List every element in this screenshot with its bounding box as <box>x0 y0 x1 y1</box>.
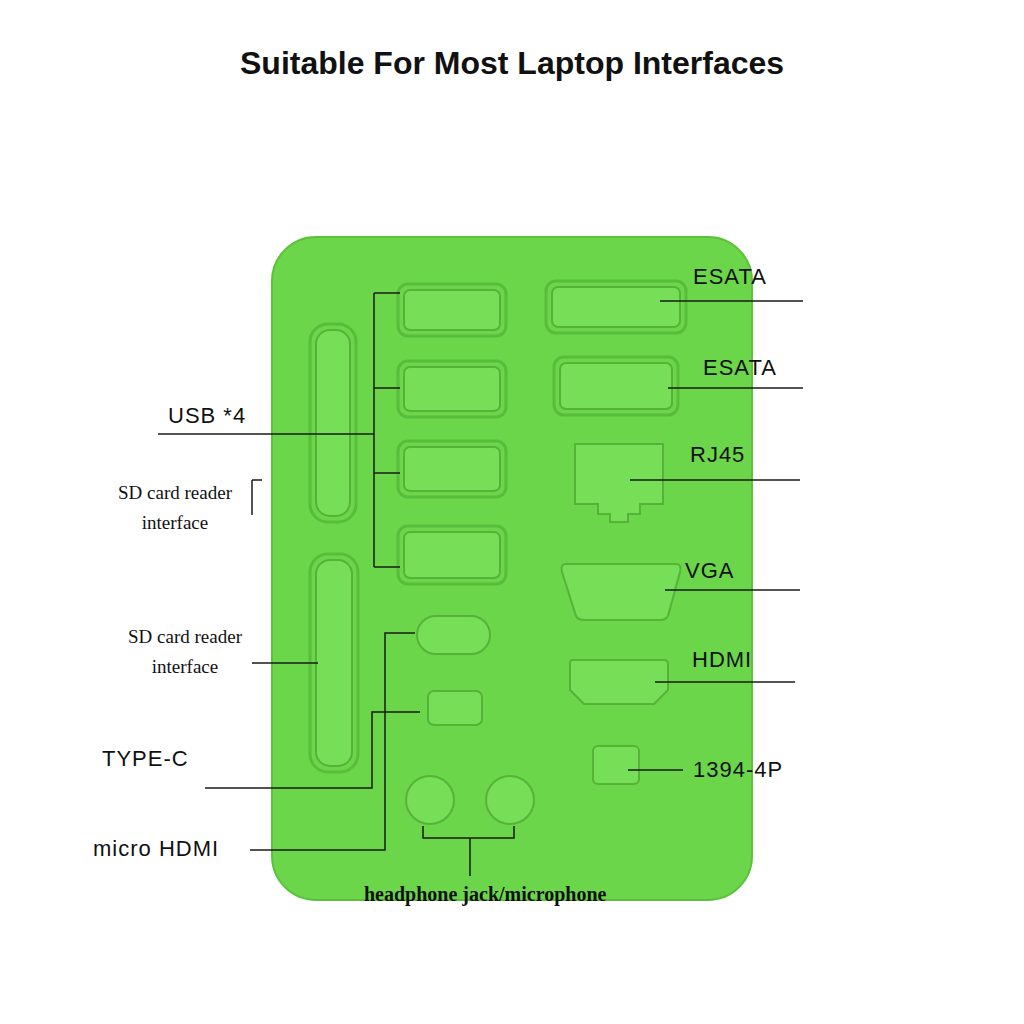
interface-label: RJ45 <box>690 442 745 468</box>
silicone-sheet <box>272 237 752 900</box>
interface-label: TYPE-C <box>102 746 189 772</box>
interface-label: micro HDMI <box>93 836 219 862</box>
diagram-title: Suitable For Most Laptop Interfaces <box>240 44 784 82</box>
interface-label: SD card reader interface <box>105 622 265 682</box>
interface-label: SD card reader interface <box>95 478 255 538</box>
interface-label: USB *4 <box>168 403 246 429</box>
interface-label: VGA <box>685 558 734 584</box>
interface-label: 1394-4P <box>693 757 783 783</box>
plugs <box>316 287 681 824</box>
interface-label: ESATA <box>693 264 767 290</box>
interface-label: ESATA <box>703 355 777 381</box>
leader-lines <box>158 293 803 876</box>
interface-label: HDMI <box>692 647 752 673</box>
plug-rims <box>310 281 686 772</box>
interface-label: headphone jack/microphone <box>364 882 606 906</box>
